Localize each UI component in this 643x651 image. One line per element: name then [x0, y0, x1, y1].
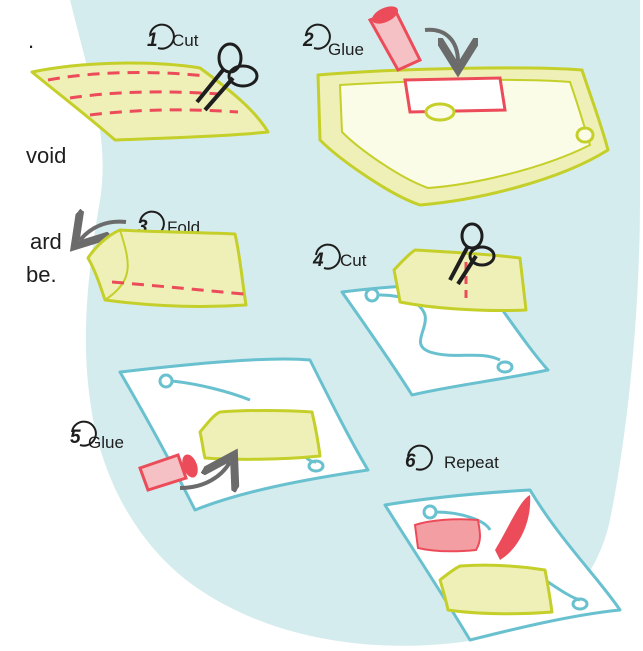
tray-handle — [575, 126, 595, 144]
step-6-number: 6 — [405, 451, 416, 472]
step-5-badge: 5 Glue — [70, 420, 124, 452]
curved-arrow-icon — [424, 27, 458, 62]
step-6: 6 Repeat — [383, 444, 622, 642]
step-3-number: 3 — [137, 217, 148, 238]
step-badge-icon — [407, 444, 433, 471]
step-2-number: 2 — [302, 30, 314, 51]
step-badge-icon — [71, 420, 97, 447]
fold-crease — [104, 229, 129, 301]
step-1: 1 Cut — [30, 23, 270, 142]
cropped-text-1: . — [28, 28, 34, 53]
step-1-number: 1 — [147, 30, 158, 51]
cropped-text-3: ard — [30, 229, 62, 254]
step-6-label: Repeat — [444, 453, 499, 472]
step-5-label: Glue — [88, 433, 124, 452]
step-4-number: 4 — [312, 250, 324, 271]
cropped-text-2: void — [26, 143, 66, 168]
step-2-label: Glue — [328, 40, 364, 59]
step-4-label: Cut — [340, 251, 367, 270]
cropped-text-4: be. — [26, 262, 57, 287]
glued-paper — [403, 76, 507, 114]
glue-stick-icon — [138, 453, 198, 492]
map-route — [158, 373, 325, 473]
step-badge-icon — [305, 23, 331, 50]
step-1-label: Cut — [172, 31, 199, 50]
cut-line — [111, 280, 245, 296]
step-2: 2 Glue — [302, 6, 610, 207]
curved-arrow-icon — [80, 222, 127, 240]
scissors-icon — [448, 222, 496, 286]
step-5-number: 5 — [70, 427, 81, 448]
paper-hole — [424, 102, 456, 122]
step-2-badge: 2 Glue — [302, 23, 364, 59]
glue-piece — [495, 495, 531, 560]
step-badge-icon — [315, 243, 341, 270]
glue-stick-icon — [367, 6, 423, 72]
step-1-badge: 1 Cut — [147, 23, 199, 51]
cut-lines — [47, 71, 239, 117]
step-4-badge: 4 Cut — [312, 243, 367, 271]
step-badge-icon — [149, 23, 175, 50]
glued-piece — [413, 518, 481, 553]
folded-paper — [198, 409, 322, 461]
step-4: 4 Cut — [312, 222, 550, 397]
folded-paper — [438, 563, 554, 616]
paper-sheet — [30, 61, 270, 142]
curved-arrow-icon — [179, 462, 230, 488]
step-3: 3 Fold — [80, 212, 248, 308]
scissors-icon — [195, 42, 259, 112]
step-6-badge: 6 Repeat — [405, 444, 499, 472]
step-5: 5 Glue — [70, 357, 370, 512]
